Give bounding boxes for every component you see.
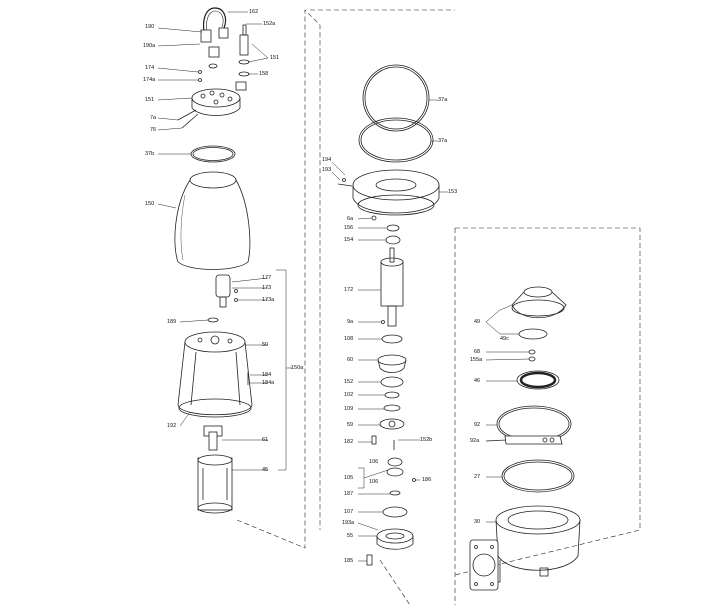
- shaft-rings-upper: [385, 224, 401, 245]
- top-cover: [177, 88, 241, 129]
- callout-189: 189: [167, 319, 177, 325]
- callout-190: 190: [145, 24, 155, 30]
- cable-entry-plug: [198, 24, 250, 91]
- callout-150: 150: [145, 201, 155, 207]
- callout-190a: 190a: [143, 43, 156, 49]
- pump-volute-30: [469, 505, 581, 591]
- impeller-49: [511, 286, 567, 318]
- callout-49c: 49c: [500, 336, 509, 342]
- callout-153: 153: [448, 189, 458, 195]
- o-ring-37b: [190, 145, 236, 163]
- middle-leader-lines: [331, 99, 448, 562]
- callout-152b: 152b: [420, 437, 433, 443]
- callout-92: 92: [474, 422, 481, 428]
- callout-27: 27: [474, 474, 481, 480]
- rotor-shaft-172: [380, 247, 404, 327]
- rotor-coupling: [207, 274, 238, 323]
- callout-45: 45: [262, 467, 269, 473]
- callout-186: 186: [422, 477, 432, 483]
- o-ring-27: [501, 459, 575, 493]
- callout-184a: 184a: [262, 380, 275, 386]
- callout-37b: 37b: [145, 151, 155, 157]
- cable-gland-hose: [200, 7, 229, 43]
- callout-49: 49: [474, 319, 481, 325]
- callout-107: 107: [344, 509, 354, 515]
- callout-193a: 193a: [342, 520, 355, 526]
- callout-106-lower: 106: [369, 479, 379, 485]
- callout-60: 60: [347, 357, 354, 363]
- shaft-seal-61: [203, 425, 223, 451]
- callout-158: 158: [259, 71, 269, 77]
- callout-182: 182: [344, 439, 354, 445]
- callout-151-right: 151: [270, 55, 280, 61]
- callout-154: 154: [344, 237, 354, 243]
- callout-150a: 150a: [291, 365, 304, 371]
- sleeve-45: [197, 454, 233, 514]
- motor-housing: [177, 331, 253, 418]
- callout-50: 50: [262, 342, 269, 348]
- callout-37a-second: 37a: [438, 138, 448, 144]
- callout-102: 102: [344, 392, 354, 398]
- callout-185: 185: [344, 558, 354, 564]
- callout-61: 61: [262, 437, 269, 443]
- callout-187: 187: [344, 491, 354, 497]
- callout-162: 162: [249, 9, 259, 15]
- callout-59: 59: [347, 422, 354, 428]
- callout-173: 173: [262, 285, 272, 291]
- callout-152a: 152a: [263, 21, 276, 27]
- o-rings-37a: [358, 64, 434, 163]
- callout-152: 152: [344, 379, 354, 385]
- dashed-boundaries: [236, 9, 641, 606]
- callout-92a: 92a: [470, 438, 480, 444]
- callout-173a: 173a: [262, 297, 275, 303]
- callout-174a: 174a: [143, 77, 156, 83]
- callout-184: 184: [262, 372, 272, 378]
- callout-172: 172: [344, 287, 354, 293]
- callout-174: 174: [145, 65, 155, 71]
- callout-6a: 6a: [347, 216, 354, 222]
- callout-177: 177: [262, 275, 272, 281]
- clamp-ring-92: [485, 405, 572, 445]
- left-leader-lines: [157, 11, 292, 471]
- callout-156: 156: [344, 225, 354, 231]
- motor-cover-bell: [174, 171, 251, 270]
- callout-37a-top: 37a: [438, 97, 448, 103]
- callout-30: 30: [474, 519, 481, 525]
- callout-7a: 7a: [150, 115, 157, 121]
- callout-108: 108: [344, 336, 354, 342]
- callout-9a: 9a: [347, 319, 354, 325]
- callout-105: 105: [344, 475, 354, 481]
- callout-55: 55: [347, 533, 354, 539]
- callout-68: 68: [474, 349, 481, 355]
- callout-155a: 155a: [470, 357, 483, 363]
- bearing-cover-153: [337, 169, 440, 221]
- callout-106-upper: 106: [369, 459, 379, 465]
- callout-194: 194: [322, 157, 332, 163]
- callout-151-left: 151: [145, 97, 155, 103]
- callout-193: 193: [322, 167, 332, 173]
- right-leader-lines: [485, 304, 530, 523]
- callout-109: 109: [344, 406, 354, 412]
- callout-46: 46: [474, 378, 481, 384]
- callout-76: 76: [150, 127, 157, 133]
- middle-stack-parts: [366, 320, 416, 566]
- callout-192: 192: [167, 423, 177, 429]
